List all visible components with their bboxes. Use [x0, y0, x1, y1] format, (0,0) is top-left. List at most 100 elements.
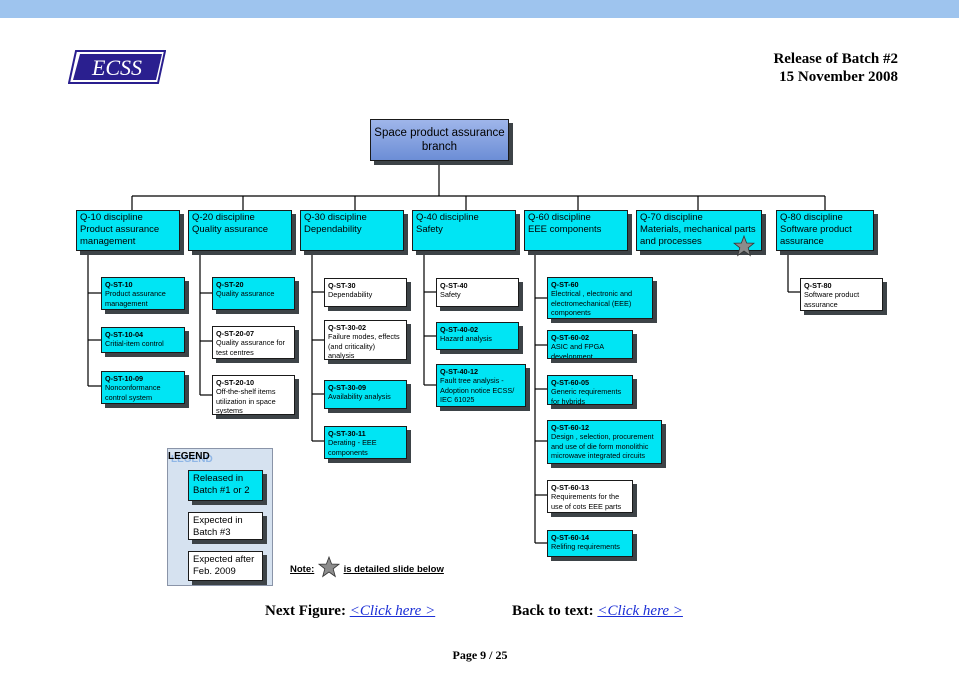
standard-q-st-30: Q-ST-30 Dependability	[324, 278, 407, 307]
release-date: 15 November 2008	[779, 69, 898, 85]
legend-title: LEGEND LEGEND	[168, 451, 213, 465]
standard-code: Q-ST-60-05	[551, 378, 590, 387]
standard-q-st-20-10: Q-ST-20-10 Off-the-shelf items utilizati…	[212, 375, 295, 415]
standard-title: Fault tree analysis - Adoption notice EC…	[440, 376, 515, 405]
standard-title: Dependability	[328, 290, 373, 300]
standard-q-st-30-11: Q-ST-30-11 Derating - EEE components	[324, 426, 407, 459]
standard-code: Q-ST-20-10	[216, 378, 255, 387]
standard-code: Q-ST-20	[216, 280, 244, 289]
standard-q-st-40: Q-ST-40 Safety	[436, 278, 519, 307]
standard-code: Q-ST-60-12	[551, 423, 590, 432]
standard-title: Design , selection, procurement and use …	[551, 432, 654, 461]
root-line-1: Space product assurance	[374, 127, 505, 139]
root-node: Space product assurance branch	[370, 119, 509, 161]
standard-q-st-10: Q-ST-10 Product assurance management	[101, 277, 185, 310]
standard-title: Requirements for the use of cots EEE par…	[551, 492, 622, 511]
standard-code: Q-ST-10-04	[105, 330, 144, 339]
standard-q-st-60-02: Q-ST-60-02 ASIC and FPGA development	[547, 330, 633, 359]
standard-code: Q-ST-60-13	[551, 483, 590, 492]
standard-code: Q-ST-80	[804, 281, 832, 290]
standard-title: Generic requirements for hybrids	[551, 387, 622, 405]
discipline-name: Dependability	[304, 224, 362, 235]
standard-q-st-60: Q-ST-60 Electrical , electronic and elec…	[547, 277, 653, 319]
standard-title: Availability analysis	[328, 392, 391, 402]
standard-q-st-60-12: Q-ST-60-12 Design , selection, procureme…	[547, 420, 662, 464]
standard-title: Quality assurance	[216, 289, 275, 299]
standard-title: ASIC and FPGA development	[551, 342, 604, 359]
discipline-name: Product assurance management	[80, 224, 160, 247]
standard-q-st-40-02: Q-ST-40-02 Hazard analysis	[436, 322, 519, 350]
discipline-code: Q-40 discipline	[416, 212, 479, 223]
release-info: Release of Batch #2 15 November 2008	[700, 50, 898, 86]
standard-code: Q-ST-40-02	[440, 325, 479, 334]
standard-title: Off-the-shelf items utilization in space…	[216, 387, 276, 415]
discipline-code: Q-10 discipline	[80, 212, 143, 223]
standard-title: Product assurance management	[105, 289, 166, 308]
legend-expected: Expected in Batch #3	[188, 512, 263, 540]
back-to-text-link[interactable]: <Click here >	[597, 603, 683, 619]
standard-q-st-80: Q-ST-80 Software product assurance	[800, 278, 883, 311]
star-icon	[317, 555, 341, 578]
note-label: Note:	[290, 564, 315, 575]
discipline-code: Q-20 discipline	[192, 212, 255, 223]
standard-title: Nonconformance control system	[105, 383, 161, 402]
discipline-name: Materials, mechanical parts and processe…	[640, 224, 756, 247]
star-icon	[733, 235, 755, 257]
discipline-q70: Q-70 discipline Materials, mechanical pa…	[636, 210, 762, 251]
discipline-name: Software product assurance	[780, 224, 852, 247]
standard-q-st-10-04: Q-ST-10-04 Critial-item control	[101, 327, 185, 353]
standard-title: Failure modes, effects (and criticality)…	[328, 332, 400, 360]
next-figure-nav: Next Figure: <Click here >	[265, 603, 435, 620]
discipline-q10: Q-10 discipline Product assurance manage…	[76, 210, 180, 251]
standard-q-st-40-12: Q-ST-40-12 Fault tree analysis - Adoptio…	[436, 364, 526, 407]
next-figure-link[interactable]: <Click here >	[349, 603, 436, 619]
legend-title-text: LEGEND	[168, 451, 210, 462]
standard-code: Q-ST-60-02	[551, 333, 590, 342]
root-line-2: branch	[421, 141, 458, 153]
ecss-logo: ECSS	[68, 50, 166, 84]
standard-q-st-20-07: Q-ST-20-07 Quality assurance for test ce…	[212, 326, 295, 359]
standard-code: Q-ST-10-09	[105, 374, 144, 383]
discipline-code: Q-80 discipline	[780, 212, 843, 223]
standard-q-st-60-05: Q-ST-60-05 Generic requirements for hybr…	[547, 375, 633, 405]
standard-title: Derating - EEE components	[328, 438, 377, 457]
discipline-code: Q-30 discipline	[304, 212, 367, 223]
legend-expected-after: Expected after Feb. 2009	[188, 551, 263, 581]
page-number: Page 9 / 25	[452, 648, 508, 662]
standard-code: Q-ST-60-14	[551, 533, 590, 542]
discipline-q30: Q-30 discipline Dependability	[300, 210, 404, 251]
back-to-text-label: Back to text:	[512, 603, 594, 619]
discipline-q20: Q-20 discipline Quality assurance	[188, 210, 292, 251]
standard-title: Critial-item control	[105, 339, 164, 349]
standard-code: Q-ST-40-12	[440, 367, 479, 376]
standard-code: Q-ST-10	[105, 280, 133, 289]
standard-q-st-60-13: Q-ST-60-13 Requirements for the use of c…	[547, 480, 633, 513]
logo-text: ECSS	[91, 55, 142, 80]
standard-title: Electrical , electronic and electromecha…	[551, 289, 633, 318]
discipline-name: EEE components	[528, 224, 602, 235]
standard-title: Software product assurance	[804, 290, 860, 309]
legend-released: Released in Batch #1 or 2	[188, 470, 263, 501]
discipline-q40: Q-40 discipline Safety	[412, 210, 516, 251]
discipline-code: Q-60 discipline	[528, 212, 591, 223]
discipline-code: Q-70 discipline	[640, 212, 703, 223]
release-line-1: Release of Batch #2	[773, 51, 898, 67]
top-bar	[0, 0, 959, 18]
standard-title: Safety	[440, 290, 461, 300]
standard-code: Q-ST-30-11	[328, 429, 366, 438]
standard-title: Hazard analysis	[440, 334, 492, 344]
standard-code: Q-ST-30-09	[328, 383, 367, 392]
standard-q-st-30-02: Q-ST-30-02 Failure modes, effects (and c…	[324, 320, 407, 360]
standard-q-st-30-09: Q-ST-30-09 Availability analysis	[324, 380, 407, 409]
discipline-name: Quality assurance	[192, 224, 269, 235]
standard-title: Relifing requirements	[551, 542, 620, 552]
legend-title-shadow: LEGEND	[171, 454, 213, 465]
standard-code: Q-ST-30	[328, 281, 356, 290]
note: Note: is detailed slide below	[290, 555, 444, 578]
standard-q-st-10-09: Q-ST-10-09 Nonconformance control system	[101, 371, 185, 404]
standard-code: Q-ST-40	[440, 281, 468, 290]
legend: LEGEND LEGEND Released in Batch #1 or 2 …	[167, 448, 273, 586]
standard-code: Q-ST-30-02	[328, 323, 367, 332]
standard-code: Q-ST-20-07	[216, 329, 255, 338]
